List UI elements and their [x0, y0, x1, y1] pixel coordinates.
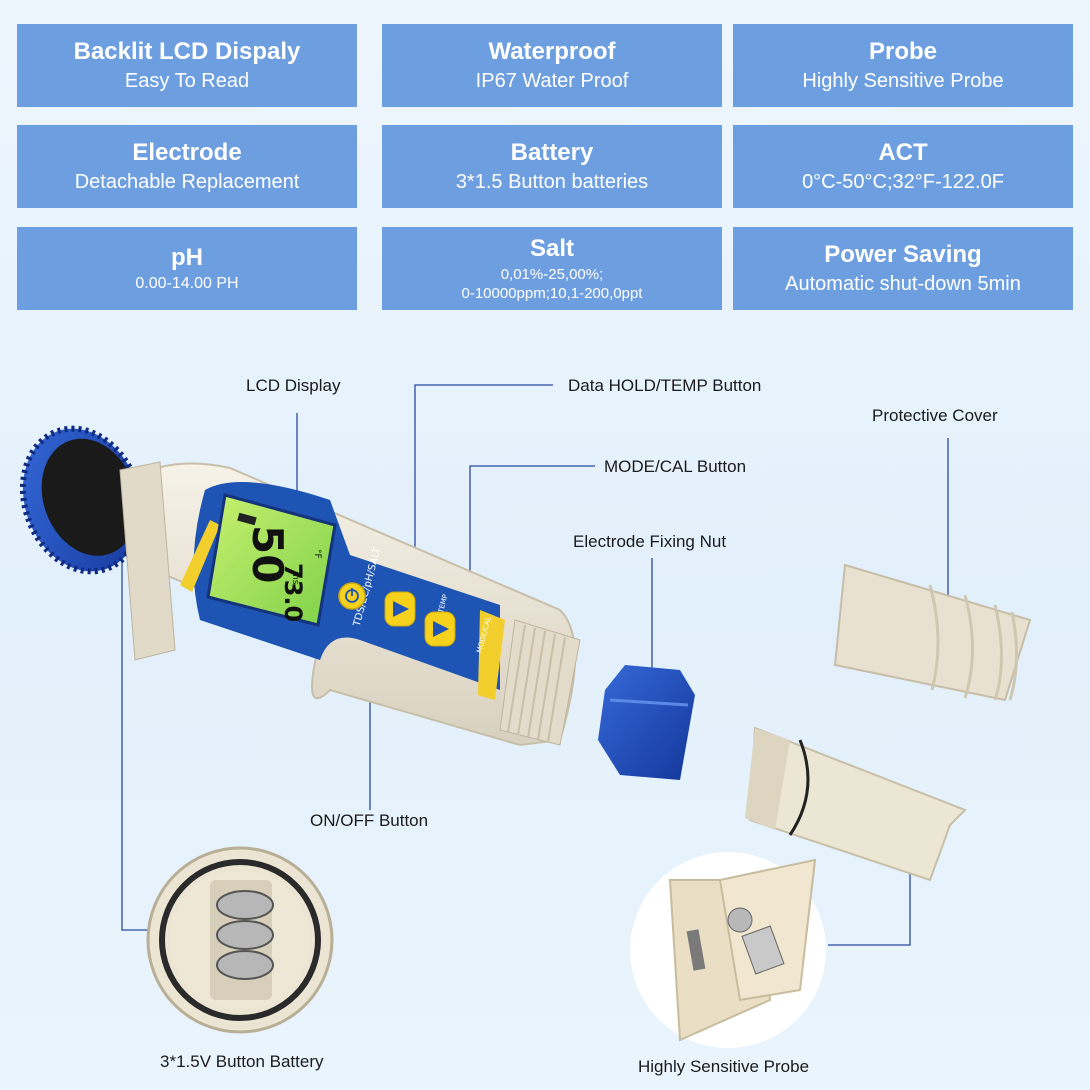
electrode-probe — [745, 726, 967, 882]
spec-card-backlit-lcd: Backlit LCD Dispaly Easy To Read — [17, 24, 357, 107]
protective-cover — [833, 563, 1032, 702]
product-illustration: 50 ms 73.0 °F TDS/EC/pH/SALT HOLD/TEMP M… — [19, 384, 1032, 1048]
spec-subtitle: Automatic shut-down 5min — [785, 272, 1021, 295]
spec-card-ph: pH 0.00-14.00 PH — [17, 227, 357, 310]
spec-subtitle: Detachable Replacement — [74, 170, 300, 193]
lcd-temp-unit: °F — [312, 549, 322, 559]
arrow-up-icon — [393, 601, 409, 617]
spec-subtitle: Highly Sensitive Probe — [802, 69, 1004, 92]
spec-subtitle: Easy To Read — [124, 69, 250, 92]
line-hold-temp — [414, 384, 553, 590]
spec-title: pH — [171, 244, 203, 271]
lcd-reading-unit: ms — [290, 571, 300, 585]
on-off-button[interactable] — [338, 582, 366, 610]
callout-fixing-nut: Electrode Fixing Nut — [573, 532, 727, 551]
spec-card-salt: Salt 0,01%-25,00%; 0-10000ppm;10,1-200,0… — [382, 227, 722, 310]
line-mode-cal — [469, 465, 595, 605]
callout-lcd-display: LCD Display — [246, 376, 341, 395]
arrow-down-icon — [433, 621, 449, 637]
spec-card-probe: Probe Highly Sensitive Probe — [733, 24, 1073, 107]
spec-card-battery: Battery 3*1.5 Button batteries — [382, 125, 722, 208]
spec-title: Power Saving — [824, 240, 982, 268]
spec-title: Backlit LCD Dispaly — [73, 37, 301, 65]
lcd-reading-main: 50 — [243, 525, 292, 583]
spec-subtitle: 0°C-50°C;32°F-122.0F — [802, 170, 1004, 193]
callout-battery: 3*1.5V Button Battery — [160, 1052, 324, 1071]
spec-card-electrode: Electrode Detachable Replacement — [17, 125, 357, 208]
spec-subtitle: 0.00-14.00 PH — [135, 275, 239, 292]
spec-card-power-saving: Power Saving Automatic shut-down 5min — [733, 227, 1073, 310]
callout-on-off: ON/OFF Button — [310, 811, 429, 830]
lcd-screen — [206, 493, 337, 627]
probe-closeup — [630, 852, 826, 1048]
callout-protective-cover: Protective Cover — [872, 406, 998, 425]
spec-subtitle: IP67 Water Proof — [475, 69, 629, 92]
spec-grid: Backlit LCD Dispaly Easy To Read Waterpr… — [0, 0, 1090, 320]
mode-cal-button[interactable] — [424, 611, 456, 647]
spec-title: Waterproof — [488, 37, 616, 65]
callout-lines — [121, 384, 949, 946]
spec-card-act: ACT 0°C-50°C;32°F-122.0F — [733, 125, 1073, 208]
callout-hold-temp: Data HOLD/TEMP Button — [568, 376, 762, 395]
hold-temp-button[interactable] — [384, 591, 416, 627]
button-cell-stack — [216, 890, 274, 980]
lcd-reading-temp: 73.0 — [279, 563, 307, 622]
spec-subtitle-line1: 0,01%-25,00%; — [500, 265, 604, 283]
callout-probe: Highly Sensitive Probe — [638, 1057, 810, 1076]
spec-subtitle: 3*1.5 Button batteries — [455, 170, 649, 193]
battery-level-icon — [237, 512, 257, 526]
line-battery — [121, 545, 150, 931]
spec-title: Battery — [510, 138, 594, 166]
spec-title: Salt — [529, 234, 574, 262]
battery-compartment — [146, 846, 334, 1034]
spec-title: ACT — [878, 138, 928, 166]
spec-title: Probe — [868, 37, 937, 65]
spec-card-waterproof: Waterproof IP67 Water Proof — [382, 24, 722, 107]
spec-title: Electrode — [132, 138, 242, 166]
spec-subtitle-line2: 0-10000ppm;10,1-200,0ppt — [461, 284, 643, 302]
electrode-fixing-nut — [598, 665, 695, 780]
callout-mode-cal: MODE/CAL Button — [604, 457, 747, 476]
